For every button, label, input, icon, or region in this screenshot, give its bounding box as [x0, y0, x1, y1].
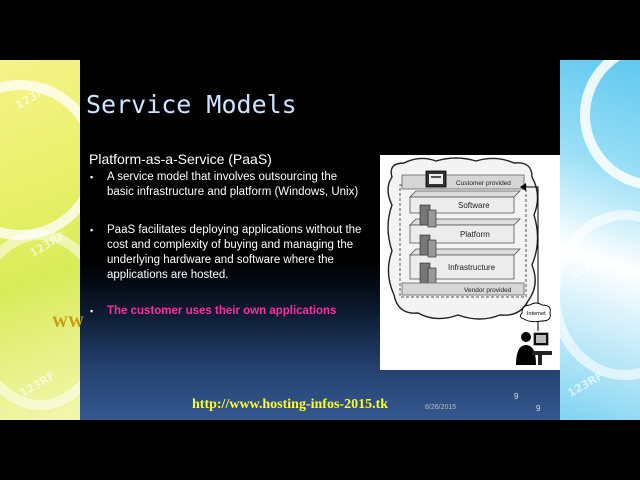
swirl-decoration: [560, 210, 640, 380]
swirl-decoration: [0, 80, 80, 240]
vendor-label: Vendor provided: [464, 287, 512, 294]
slide-subtitle: Platform-as-a-Service (PaaS): [89, 151, 272, 167]
arrow-head-icon: [520, 183, 526, 191]
letterbox-top: [0, 0, 640, 60]
bullet-text: The customer uses their own applications: [107, 305, 337, 317]
bullet-item: ▪ The customer uses their own applicatio…: [88, 304, 363, 319]
bullet-text: PaaS facilitates deploying applications …: [107, 224, 362, 281]
server-icon: [419, 204, 437, 228]
bullet-glyph: ▪: [90, 225, 94, 235]
paas-diagram: Customer provided Software Platform Infr…: [380, 155, 560, 370]
customer-label: Customer provided: [456, 180, 511, 187]
software-layer: [409, 190, 521, 198]
software-label: Software: [458, 201, 490, 210]
swirl-decoration: [580, 60, 640, 190]
connection-line: [526, 186, 539, 305]
bullet-glyph: ▪: [90, 172, 94, 182]
letterbox-bottom: [0, 420, 640, 480]
footer-date: 8/26/2015: [425, 404, 457, 411]
page-number: 9: [514, 392, 519, 401]
wallpaper-right: 123RF 123RF: [560, 60, 640, 420]
footer-url[interactable]: http://www.hosting-infos-2015.tk: [192, 397, 389, 412]
bullet-item: ▪ A service model that involves outsourc…: [88, 170, 363, 200]
bullet-list: ▪ A service model that involves outsourc…: [88, 170, 363, 319]
slide-title: Service Models: [86, 90, 297, 119]
server-icon: [419, 234, 437, 258]
wallpaper-left: 123RF 123RF 123RF: [0, 60, 80, 420]
watermark-text: 123RF: [565, 369, 606, 400]
infrastructure-label: Infrastructure: [448, 263, 496, 272]
www-watermark: WW: [52, 314, 84, 331]
user-icon: [516, 332, 536, 365]
internet-label: Internet: [527, 311, 546, 317]
bullet-item: ▪ PaaS facilitates deploying application…: [88, 223, 363, 283]
bullet-glyph: ▪: [90, 306, 94, 316]
platform-label: Platform: [460, 230, 490, 239]
bullet-text: A service model that involves outsourcin…: [107, 171, 359, 198]
vendor-bar: [401, 282, 525, 296]
computer-icon: [532, 332, 552, 365]
swirl-decoration: [0, 230, 80, 410]
footer-page-number: 9: [536, 404, 541, 413]
paas-diagram-svg: Customer provided Software Platform Infr…: [387, 157, 552, 365]
internet-cloud-icon: [519, 302, 551, 323]
